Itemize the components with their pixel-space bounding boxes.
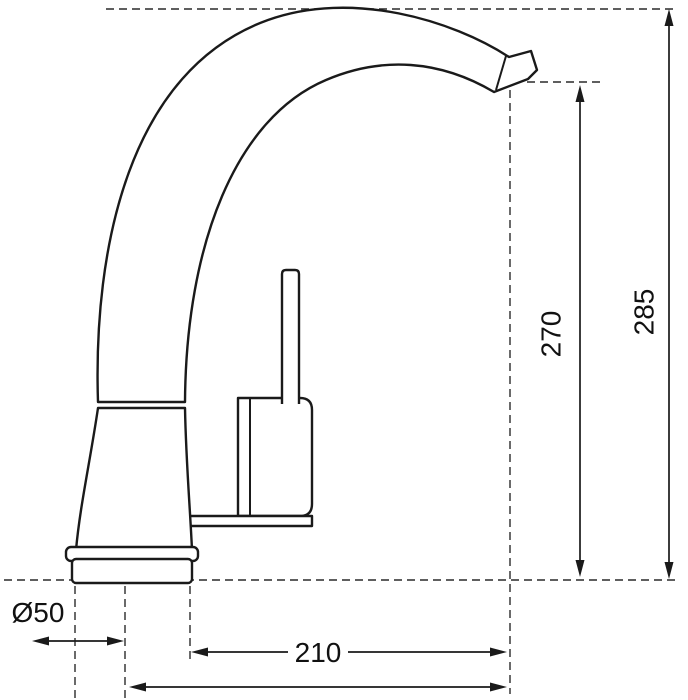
- spout-height-arrow-up: [575, 85, 585, 102]
- base-diameter-arrow-right: [107, 636, 124, 646]
- total-height-dimension-label: 285: [628, 289, 659, 336]
- faucet-spout: [96, 6, 539, 404]
- total-height-arrow-up: [664, 9, 674, 26]
- base-diameter-dimension-label: Ø50: [12, 597, 65, 628]
- faucet-body: [74, 406, 194, 552]
- reach-dimension-label: 210: [295, 637, 342, 668]
- total-height-arrow-down: [664, 562, 674, 579]
- reach-arrow-left: [191, 647, 208, 657]
- reach-arrow-right: [490, 647, 507, 657]
- faucet-base: [70, 557, 194, 585]
- overall-bottom-arrow-left: [129, 682, 146, 692]
- handle-ledge: [181, 514, 314, 528]
- spout-tip-joint-line: [495, 55, 507, 91]
- overall-bottom-arrow-right: [490, 682, 507, 692]
- spout-height-arrow-down: [575, 560, 585, 577]
- handle-lever: [280, 268, 301, 404]
- spout-height-dimension-label: 270: [535, 311, 566, 358]
- base-diameter-arrow-left: [32, 636, 49, 646]
